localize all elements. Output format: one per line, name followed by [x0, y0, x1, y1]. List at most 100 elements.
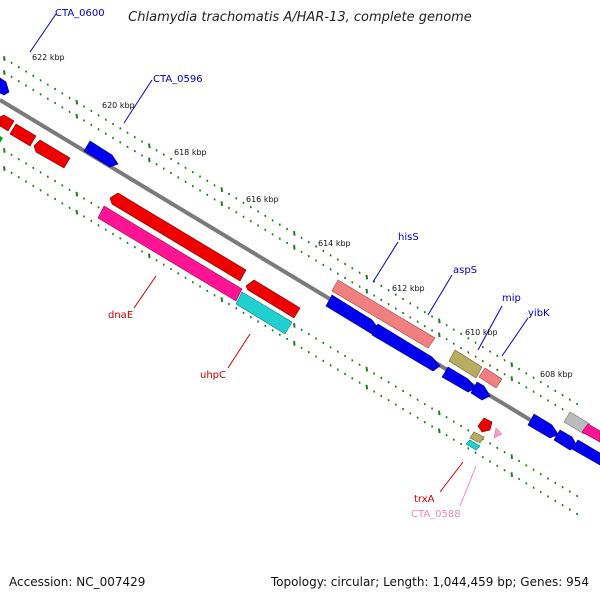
tick-mark-ring3-69: [503, 468, 506, 472]
tick-mark-ring3-59: [431, 425, 434, 428]
gene-arrow-CTA_0587[interactable]: [527, 413, 559, 439]
tick-mark-ring0-78: [568, 398, 571, 401]
tick-mark-ring0-53: [387, 288, 390, 292]
tick-mark-ring0-59: [431, 315, 434, 318]
tick-mark-ring2-10: [75, 191, 79, 197]
tick-mark-ring1-2: [17, 79, 20, 83]
tick-mark-ring3-41: [300, 346, 303, 350]
tick-mark-ring2-75: [547, 477, 550, 480]
tick-mark-ring3-38: [278, 333, 281, 336]
tick-mark-ring0-50: [365, 274, 369, 280]
tick-mark-ring1-66: [481, 359, 484, 363]
gene-arrow-mip[interactable]: [448, 349, 483, 379]
tick-mark-ring0-10: [75, 99, 79, 105]
tick-mark-ring1-75: [547, 399, 550, 402]
gene-arrow-CTA_0596[interactable]: [83, 140, 119, 168]
tick-mark-ring3-78: [568, 508, 571, 511]
gene-arrow-magenta-edge[interactable]: [581, 423, 600, 443]
tick-mark-ring1-63: [460, 346, 463, 350]
gene-arrow-hisS[interactable]: [331, 279, 436, 349]
tick-mark-ring0-67: [489, 350, 492, 353]
gene-arrow-uhpC[interactable]: [235, 291, 293, 335]
gene-arrow-red-4[interactable]: [245, 279, 301, 319]
tick-mark-ring0-26: [191, 170, 194, 174]
tick-mark-ring0-48: [351, 267, 354, 270]
gene-arrow-grey[interactable]: [563, 411, 591, 435]
accession-label: Accession: NC_007429: [9, 575, 146, 589]
gene-arrow-CTA_0600[interactable]: [0, 77, 10, 96]
tick-mark-ring1-40: [293, 244, 296, 250]
gene-arrow-olive-small[interactable]: [469, 431, 485, 444]
gene-label-uhpC[interactable]: uhpC: [200, 370, 226, 381]
gene-arrow-CTA_0590[interactable]: [441, 366, 477, 393]
tick-mark-ring0-36: [264, 214, 267, 218]
gene-arrow-green-edge: [0, 136, 3, 143]
tick-mark-ring3-13: [97, 224, 100, 227]
tick-mark-ring3-70: [510, 472, 514, 478]
gene-label-trxA[interactable]: trxA: [414, 494, 435, 505]
tick-mark-ring2-4: [32, 166, 35, 170]
tick-label-620: 620 kbp: [102, 101, 135, 110]
tick-mark-ring0-4: [32, 74, 35, 78]
tick-mark-ring3-16: [119, 237, 122, 240]
tick-mark-ring0-68: [496, 354, 499, 358]
tick-mark-ring0-29: [213, 184, 216, 187]
tick-mark-ring2-1: [10, 153, 13, 156]
tick-mark-ring0-1: [10, 61, 13, 64]
tick-mark-ring3-50: [365, 384, 369, 390]
gene-label-CTA_0596[interactable]: CTA_0596: [153, 74, 203, 85]
tick-mark-ring2-68: [496, 446, 499, 450]
tick-mark-ring1-55: [402, 311, 405, 315]
gene-arrow-CTA_0589[interactable]: [470, 381, 491, 401]
tick-mark-ring2-53: [387, 380, 390, 384]
gene-label-hisS[interactable]: hisS: [398, 232, 419, 243]
gene-label-mip[interactable]: mip: [502, 293, 521, 304]
tick-mark-ring1-44: [322, 263, 325, 267]
tick-mark-ring3-53: [387, 398, 390, 402]
gene-arrow-pink-small[interactable]: [493, 427, 503, 439]
gene-arrow-yibK[interactable]: [478, 367, 503, 389]
tick-mark-ring0-73: [532, 376, 535, 379]
tick-mark-ring1-34: [249, 219, 252, 223]
tick-mark-ring0-74: [539, 380, 542, 384]
gene-arrow-CTA_0593[interactable]: [371, 323, 441, 372]
tick-mark-ring0-18: [133, 135, 136, 139]
tick-labels: 622 kbp 620 kbp 618 kbp 616 kbp 614 kbp …: [32, 53, 573, 379]
tick-mark-ring1-10: [75, 113, 79, 119]
tick-mark-ring3-28: [206, 289, 209, 293]
tick-mark-ring1-23: [170, 171, 173, 175]
tick-label-614: 614 kbp: [318, 239, 351, 248]
gene-arrow-edge[interactable]: [571, 439, 600, 466]
tick-mark-ring1-31: [228, 206, 231, 210]
tick-mark-ring1-30: [220, 201, 224, 207]
tick-mark-ring3-21: [155, 259, 158, 262]
tick-mark-ring3-48: [351, 377, 354, 380]
gene-arrow-red-3[interactable]: [33, 139, 71, 169]
gene-label-CTA_0600[interactable]: CTA_0600: [55, 8, 105, 19]
tick-mark-ring3-1: [10, 171, 13, 174]
gene-arrow-trxA[interactable]: [477, 417, 493, 433]
tick-mark-ring0-24: [177, 162, 180, 165]
map-title: Chlamydia trachomatis A/HAR-13, complete…: [128, 10, 472, 25]
tick-mark-ring1-7: [54, 101, 57, 105]
gene-arrow-CTA_0588[interactable]: [465, 439, 481, 451]
gene-arrow-red-1[interactable]: [0, 114, 15, 132]
tick-mark-ring1-5: [39, 93, 42, 96]
tick-label-616: 616 kbp: [246, 195, 279, 204]
tick-mark-ring1-15: [112, 136, 115, 140]
tick-mark-ring3-46: [336, 368, 339, 371]
tick-mark-ring0-70: [510, 362, 514, 368]
gene-label-yibK[interactable]: yibK: [528, 308, 550, 319]
gene-label-aspS[interactable]: aspS: [453, 265, 477, 276]
gene-arrow-dnaE[interactable]: [97, 205, 243, 302]
tick-mark-ring1-74: [539, 394, 542, 398]
tick-mark-ring2-46: [336, 350, 339, 353]
tick-mark-ring3-60: [438, 428, 441, 434]
gene-arrow-dnaE-red[interactable]: [109, 192, 247, 282]
gene-label-dnaE[interactable]: dnaE: [108, 310, 133, 321]
tick-mark-ring2-76: [554, 481, 557, 485]
gene-arrow-red-2[interactable]: [9, 123, 37, 147]
gene-label-CTA_0588[interactable]: CTA_0588: [411, 509, 461, 520]
tick-mark-ring1-67: [489, 364, 492, 367]
